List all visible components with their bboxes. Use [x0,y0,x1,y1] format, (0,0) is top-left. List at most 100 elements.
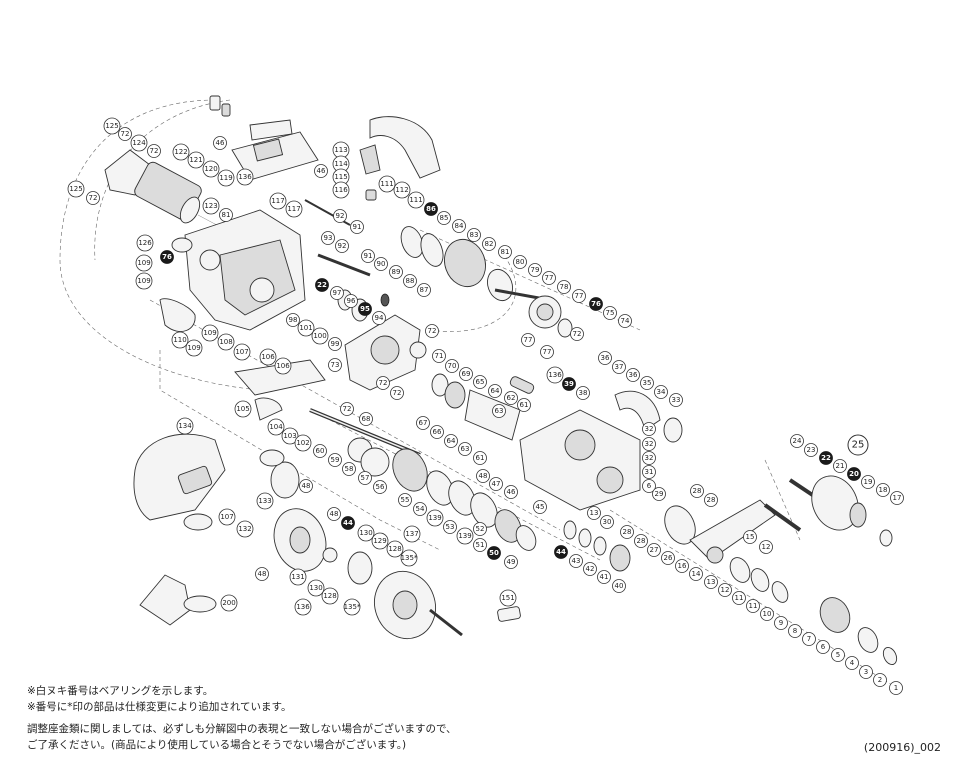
part-label-text: 49 [507,558,516,566]
part-label-text: 72 [393,389,402,397]
part-label-text: 48 [479,472,488,480]
part-label-text: 8 [793,627,797,635]
part-label-98: 98 [286,313,300,327]
part-label-70: 70 [445,359,459,373]
part-label-99: 99 [328,337,342,351]
part-label-text: 80 [516,258,525,266]
part-label-text: 43 [572,557,581,565]
part-label-text: 65 [476,378,485,386]
part-label-text: 111 [409,196,422,204]
part-label-text: 109 [137,259,150,267]
main-shaft-gears [347,437,537,551]
part-label-79: 79 [528,263,542,277]
note-bearing: ※白ヌキ番号はベアリングを示します。 [27,685,214,697]
part-label-text: 16 [678,562,687,570]
part-label-text: 48 [330,510,339,518]
part-label-text: 4 [850,659,855,667]
part-label-text: 95 [360,305,370,313]
part-label-151: 151 [499,589,517,607]
part-label-text: 19 [864,478,873,486]
part-label-29: 29 [652,487,666,501]
part-label-text: 120 [204,165,217,173]
part-label-text: 136 [548,371,562,379]
part-label-text: 115 [334,173,347,181]
part-label-text: 151 [501,594,514,602]
part-label-text: 66 [433,428,442,436]
part-label-text: 64 [491,387,500,395]
part-label-125: 125 [67,180,85,198]
note-shims-1: 調整座金類に関しましては、必ずしも分解図中の表現と一致しない場合がございますので… [27,723,457,735]
part-label-111: 111 [378,175,396,193]
part-label-text: 7 [807,635,811,643]
part-label-text: 200 [222,599,235,607]
part-label-text: 5 [836,651,840,659]
part-label-text: 33 [672,396,681,404]
part-label-109: 109 [185,339,203,357]
part-label-81: 81 [498,245,512,259]
part-label-text: 11 [749,602,758,610]
part-label-136: 136 [546,366,564,384]
part-label-text: 91 [353,223,362,231]
part-label-text: 34 [657,388,666,396]
part-label-text: 74 [621,317,630,325]
part-label-12: 12 [718,583,732,597]
part-label-55: 55 [398,493,412,507]
part-label-text: 99 [331,340,340,348]
part-label-117: 117 [269,192,287,210]
part-label-text: 76 [162,253,172,261]
part-label-text: 106 [276,362,290,370]
part-label-text: 126 [138,239,152,247]
part-label-text: 51 [476,541,485,549]
part-label-text: 18 [879,486,888,494]
part-label-text: 2 [878,676,882,684]
part-label-64: 64 [444,434,458,448]
part-label-132: 132 [236,520,254,538]
part-label-text: 72 [428,327,437,335]
part-label-81: 81 [219,208,233,222]
part-label-text: 61 [476,454,485,462]
part-label-text: 136 [296,603,310,611]
part-label-77: 77 [572,289,586,303]
part-label-93: 93 [321,231,335,245]
part-label-text: 102 [296,439,309,447]
part-label-text: 139 [428,514,441,522]
part-label-13: 13 [587,506,601,520]
part-label-68: 68 [359,412,373,426]
part-label-88: 88 [403,274,417,288]
part-label-text: 32 [645,454,654,462]
part-label-text: 15 [746,533,755,541]
part-label-130: 130 [357,524,375,542]
part-label-28: 28 [620,525,634,539]
part-label-1: 1 [889,681,903,695]
part-label-31: 31 [642,465,656,479]
part-label-72: 72 [118,127,132,141]
part-label-text: 122 [174,148,187,156]
part-label-text: 37 [615,363,624,371]
part-label-139: 139 [426,509,444,527]
part-label-63: 63 [458,442,472,456]
part-label-text: 56 [376,483,385,491]
part-label-72: 72 [147,144,161,158]
upper-gear-assembly [400,226,573,338]
part-label-text: 84 [455,222,464,230]
part-label-35: 35 [640,376,654,390]
part-label-85: 85 [437,211,451,225]
part-label-2: 2 [873,673,887,687]
part-label-134: 134 [176,417,194,435]
part-label-text: 61 [520,401,529,409]
part-label-109: 109 [201,324,219,342]
part-label-24: 24 [790,434,804,448]
part-label-text: 116 [334,186,348,194]
part-label-23: 23 [804,443,818,457]
part-label-text: 11 [735,594,744,602]
part-label-text: 48 [258,570,267,578]
part-label-38: 38 [576,386,590,400]
part-label-text: 1 [894,684,898,692]
part-label-text: 131 [291,573,304,581]
part-label-112: 112 [393,181,411,199]
part-label-text: 21 [836,462,845,470]
part-label-20: 20 [847,467,861,481]
part-label-100: 100 [311,327,329,345]
part-label-128: 128 [386,540,404,558]
part-label-text: 104 [269,423,283,431]
